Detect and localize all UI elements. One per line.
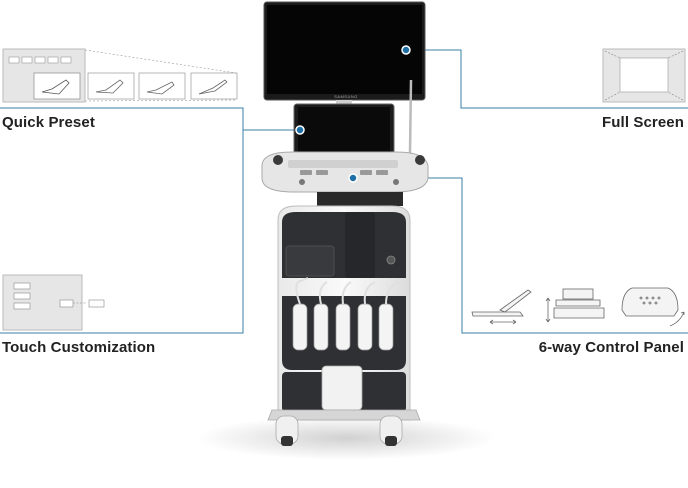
full-screen-label: Full Screen bbox=[602, 114, 684, 131]
keyboard bbox=[317, 192, 403, 206]
touch-customization-thumbnail bbox=[2, 274, 105, 331]
six-way-control-panel-label: 6-way Control Panel bbox=[538, 339, 684, 356]
probes bbox=[292, 303, 394, 351]
tilt-panel-icon bbox=[471, 289, 532, 325]
touch-customization-label: Touch Customization bbox=[2, 339, 156, 356]
quick-preset-thumbnail bbox=[2, 48, 238, 103]
full-screen-thumbnail bbox=[602, 48, 686, 103]
callout-dots bbox=[295, 45, 411, 183]
six-way-icons bbox=[471, 287, 685, 327]
callout-dot-full-screen bbox=[401, 45, 411, 55]
power-button bbox=[386, 255, 396, 265]
rotate-panel-icon bbox=[621, 287, 685, 327]
ultrasound-machine bbox=[196, 1, 496, 460]
probe-icon bbox=[146, 81, 175, 95]
monitor-brand-logo: SAMSUNG bbox=[334, 94, 358, 99]
leader-quick-preset bbox=[0, 107, 300, 131]
floor-shadow bbox=[196, 416, 496, 460]
callout-dot-quick-preset bbox=[295, 125, 305, 135]
callout-dot-six-way bbox=[348, 173, 358, 183]
leader-full-screen bbox=[406, 49, 688, 109]
quick-preset-label: Quick Preset bbox=[2, 114, 95, 131]
probe-icon bbox=[198, 79, 228, 95]
height-panel-icon bbox=[545, 288, 605, 323]
control-panel bbox=[261, 151, 429, 193]
probe-icon bbox=[95, 79, 124, 94]
probe-cables bbox=[295, 277, 399, 305]
cart-base bbox=[267, 409, 421, 421]
leader-touch-customization bbox=[0, 130, 244, 334]
probe-icon bbox=[41, 79, 70, 95]
gel-holder bbox=[321, 365, 363, 411]
